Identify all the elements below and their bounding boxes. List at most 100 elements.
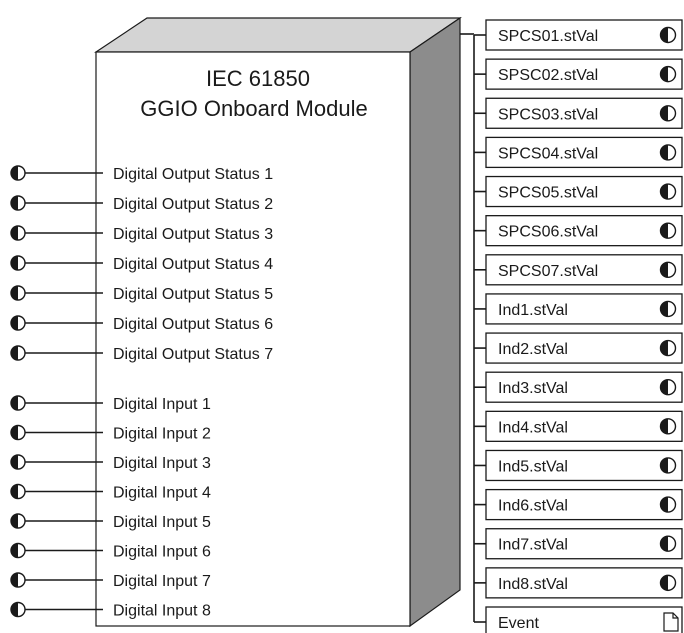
output-register-label: Ind7.stVal [498,537,568,554]
input-port-half-circle-icon[interactable] [10,255,26,271]
half-circle-icon[interactable] [659,105,677,122]
input-port-label: Digital Input 2 [113,426,211,443]
input-port: Digital Output Status 5 [10,285,273,303]
output-register[interactable]: Ind2.stVal [474,332,683,364]
input-port-half-circle-icon[interactable] [10,454,26,470]
output-register-box[interactable] [485,332,683,364]
input-port: Digital Output Status 4 [10,255,273,273]
input-port: Digital Output Status 3 [10,225,273,243]
output-register[interactable]: Ind1.stVal [474,293,683,325]
half-circle-icon[interactable] [659,339,677,357]
input-port-half-circle-icon[interactable] [10,345,26,361]
output-register-box[interactable] [485,528,683,560]
input-port-label: Digital Input 7 [113,573,211,590]
input-port: Digital Output Status 7 [10,345,273,363]
output-registers: SPCS01.stValSPSC02.stValSPCS03.stValSPCS… [460,19,683,633]
module-side-face [409,16,461,628]
half-circle-icon[interactable] [659,418,677,435]
half-circle-icon[interactable] [659,65,677,83]
half-circle-icon[interactable] [659,457,677,474]
output-register[interactable]: SPCS01.stVal [474,19,683,51]
input-port-half-circle-icon[interactable] [10,225,26,241]
half-circle-icon[interactable] [659,261,677,278]
output-register[interactable]: SPCS05.stVal [474,175,683,208]
output-register-label: SPCS04.stVal [498,145,598,162]
output-register-box[interactable] [485,136,683,169]
output-register-label: Ind1.stVal [498,302,568,319]
output-register[interactable]: Ind6.stVal [474,488,683,521]
half-circle-icon[interactable] [659,535,677,552]
input-port-half-circle-icon[interactable] [10,285,26,301]
output-register[interactable]: Ind7.stVal [474,528,683,560]
output-register[interactable]: Event [474,606,683,633]
input-port-label: Digital Input 3 [113,455,211,472]
module-front-face [95,51,411,627]
output-register-box[interactable] [485,371,683,403]
input-port: Digital Output Status 6 [10,315,273,333]
half-circle-icon[interactable] [659,379,677,396]
input-ports: Digital Output Status 1 Digital Output St… [10,165,273,620]
input-port-label: Digital Input 6 [113,544,211,561]
input-port: Digital Input 5 [10,513,211,531]
input-port-label: Digital Output Status 6 [113,316,273,333]
output-register[interactable]: SPSC02.stVal [474,58,683,90]
half-circle-icon[interactable] [659,300,677,318]
half-circle-icon[interactable] [659,144,677,161]
output-register[interactable]: SPCS06.stVal [474,215,683,247]
output-register[interactable]: Ind5.stVal [474,449,683,482]
input-port-label: Digital Output Status 5 [113,286,273,303]
output-register-label: SPCS01.stVal [498,28,598,45]
output-register[interactable]: SPCS03.stVal [474,97,683,129]
output-register[interactable]: SPCS04.stVal [474,136,683,169]
input-port-label: Digital Output Status 2 [113,196,273,213]
input-port-half-circle-icon[interactable] [10,572,26,588]
output-register-label: Ind2.stVal [498,341,568,358]
input-port-half-circle-icon[interactable] [10,601,26,618]
input-port-half-circle-icon[interactable] [10,315,26,331]
output-register-box[interactable] [485,410,683,442]
half-circle-icon[interactable] [659,496,677,513]
input-port-half-circle-icon[interactable] [10,395,26,411]
input-port: Digital Output Status 2 [10,195,273,213]
output-register-box[interactable] [485,254,683,286]
output-register[interactable]: SPCS07.stVal [474,254,683,286]
output-register[interactable]: Ind3.stVal [474,371,683,403]
output-register[interactable]: Ind4.stVal [474,410,683,442]
output-register-box[interactable] [485,215,683,247]
input-port: Digital Input 3 [10,454,211,472]
input-port-half-circle-icon[interactable] [10,483,26,500]
half-circle-icon[interactable] [659,222,677,239]
input-port-half-circle-icon[interactable] [10,424,26,441]
output-register-label: SPCS03.stVal [498,106,598,123]
input-port: Digital Input 7 [10,572,211,590]
input-port: Digital Output Status 1 [10,165,273,183]
input-port-label: Digital Output Status 3 [113,226,273,243]
input-port-label: Digital Output Status 1 [113,166,273,183]
output-register-box[interactable] [485,58,683,90]
input-port-label: Digital Input 8 [113,603,211,620]
output-register-label: SPCS05.stVal [498,185,598,202]
half-circle-icon[interactable] [659,183,677,200]
output-register-box[interactable] [485,293,683,325]
input-port-half-circle-icon[interactable] [10,542,26,559]
input-port-half-circle-icon[interactable] [10,195,26,211]
input-port-half-circle-icon[interactable] [10,513,26,529]
output-register[interactable]: Ind8.stVal [474,567,683,599]
output-register-label: SPCS06.stVal [498,224,598,241]
output-register-box[interactable] [485,175,683,208]
document-icon[interactable] [663,612,679,632]
half-circle-icon[interactable] [659,574,677,592]
output-register-box[interactable] [485,567,683,599]
input-port-label: Digital Input 5 [113,514,211,531]
output-register-box[interactable] [485,19,683,51]
half-circle-icon[interactable] [659,26,677,44]
input-port: Digital Input 6 [10,542,211,561]
output-register-box[interactable] [485,606,683,633]
output-register-box[interactable] [485,97,683,129]
module-block: IEC 61850 GGIO Onboard Module [94,16,462,628]
input-port-label: Digital Input 4 [113,485,211,502]
input-port-half-circle-icon[interactable] [10,165,26,181]
output-register-box[interactable] [485,449,683,482]
output-register-box[interactable] [485,488,683,521]
